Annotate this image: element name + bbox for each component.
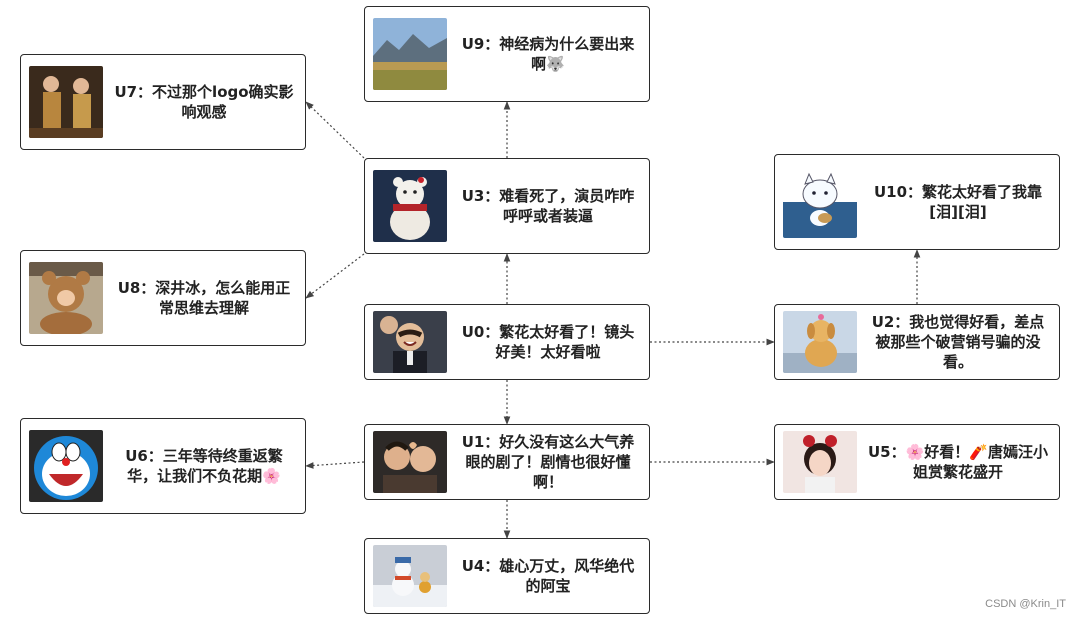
node-u10-text: U10：繁花太好看了我靠[泪][泪] [873, 183, 1043, 221]
node-u2-text: U2：我也觉得好看，差点被那些个破营销号骗的没看。 [871, 313, 1045, 371]
node-u7: U7：不过那个logo确实影响观感 [20, 54, 306, 150]
mountain-meadow-photo [373, 18, 447, 90]
snowman-photo [373, 545, 447, 607]
node-u7-text: U7：不过那个logo确实影响观感 [114, 83, 294, 121]
node-u1: U1：好久没有这么大气养眼的剧了！剧情也很好懂啊！ [364, 424, 650, 500]
node-u5-text: U5：🌸好看！🧨唐嫣汪小姐赏繁花盛开 [868, 443, 1048, 481]
couple-heart-hands-photo [373, 431, 447, 493]
watermark: CSDN @Krin_IT [985, 598, 1066, 610]
cartoon-cat-guitar-avatar [783, 166, 857, 238]
node-u4-text: U4：雄心万丈，风华绝代的阿宝 [461, 557, 635, 595]
node-u0-text: U0：繁花太好看了！镜头好美！太好看啦 [461, 323, 635, 361]
node-u3: U3：难看死了，演员咋咋呼呼或者装逼 [364, 158, 650, 254]
node-u9: U9：神经病为什么要出来啊🐺 [364, 6, 650, 102]
two-women-photo [29, 66, 103, 138]
smiling-man-photo [373, 311, 447, 373]
person-in-bear-costume-photo [29, 262, 103, 334]
girl-with-bow-photo [783, 431, 857, 493]
node-u8-text: U8：深井冰，怎么能用正常思维去理解 [117, 279, 291, 317]
node-u6: U6：三年等待终重返繁华，让我们不负花期🌸 [20, 418, 306, 514]
node-u4: U4：雄心万丈，风华绝代的阿宝 [364, 538, 650, 614]
node-u5: U5：🌸好看！🧨唐嫣汪小姐赏繁花盛开 [774, 424, 1060, 500]
doraemon-avatar [29, 430, 103, 502]
node-u1-text: U1：好久没有这么大气养眼的剧了！剧情也很好懂啊！ [461, 433, 635, 491]
edge-u1-u6 [305, 461, 365, 469]
node-u6-text: U6：三年等待终重返繁华，让我们不负花期🌸 [125, 447, 283, 485]
node-u10: U10：繁花太好看了我靠[泪][泪] [774, 154, 1060, 250]
node-u2: U2：我也觉得好看，差点被那些个破营销号骗的没看。 [774, 304, 1060, 380]
node-u9-text: U9：神经病为什么要出来啊🐺 [461, 35, 635, 73]
white-teddy-bear-photo [373, 170, 447, 242]
node-u3-text: U3：难看死了，演员咋咋呼呼或者装逼 [461, 187, 635, 225]
edge-u3-u7 [305, 101, 365, 159]
golden-dog-photo [783, 311, 857, 373]
node-u0: U0：繁花太好看了！镜头好美！太好看啦 [364, 304, 650, 380]
edge-u3-u8 [305, 253, 365, 299]
node-u8: U8：深井冰，怎么能用正常思维去理解 [20, 250, 306, 346]
